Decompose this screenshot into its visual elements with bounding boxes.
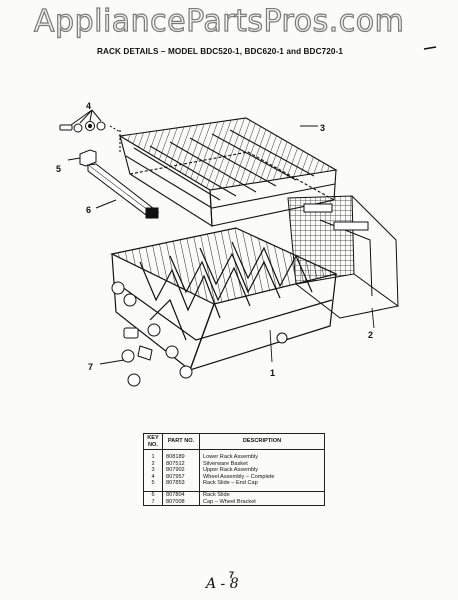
page-number: 7 xyxy=(229,570,235,580)
callout-3: 3 xyxy=(320,123,325,133)
callout-7: 7 xyxy=(88,362,93,372)
wheel-bracket-cap-part xyxy=(99,327,153,387)
callout-4: 4 xyxy=(86,101,91,111)
callout-6: 6 xyxy=(86,205,91,215)
callout-2: 2 xyxy=(368,330,373,340)
callout-5: 5 xyxy=(56,164,61,174)
lower-rack-wheel-icon xyxy=(111,281,288,379)
lower-rack-part xyxy=(110,227,338,371)
upper-rack-part xyxy=(118,117,338,228)
callout-1: 1 xyxy=(270,368,275,378)
legend-header-part: PART NO. xyxy=(162,433,200,450)
watermark: AppliancePartsPros.com xyxy=(33,3,405,39)
rack-slide-part xyxy=(86,163,160,220)
legend-header-description: DESCRIPTION xyxy=(199,433,325,450)
handwritten-page-note: A - 8 xyxy=(206,576,239,592)
wheel-assembly-part xyxy=(59,109,121,133)
rack-slide-end-cap-part xyxy=(67,149,97,167)
scan-mark xyxy=(423,46,437,50)
diagram-title: RACK DETAILS – MODEL BDC520-1, BDC620-1 … xyxy=(97,47,344,56)
legend-header-key: KEY NO. xyxy=(143,433,163,450)
